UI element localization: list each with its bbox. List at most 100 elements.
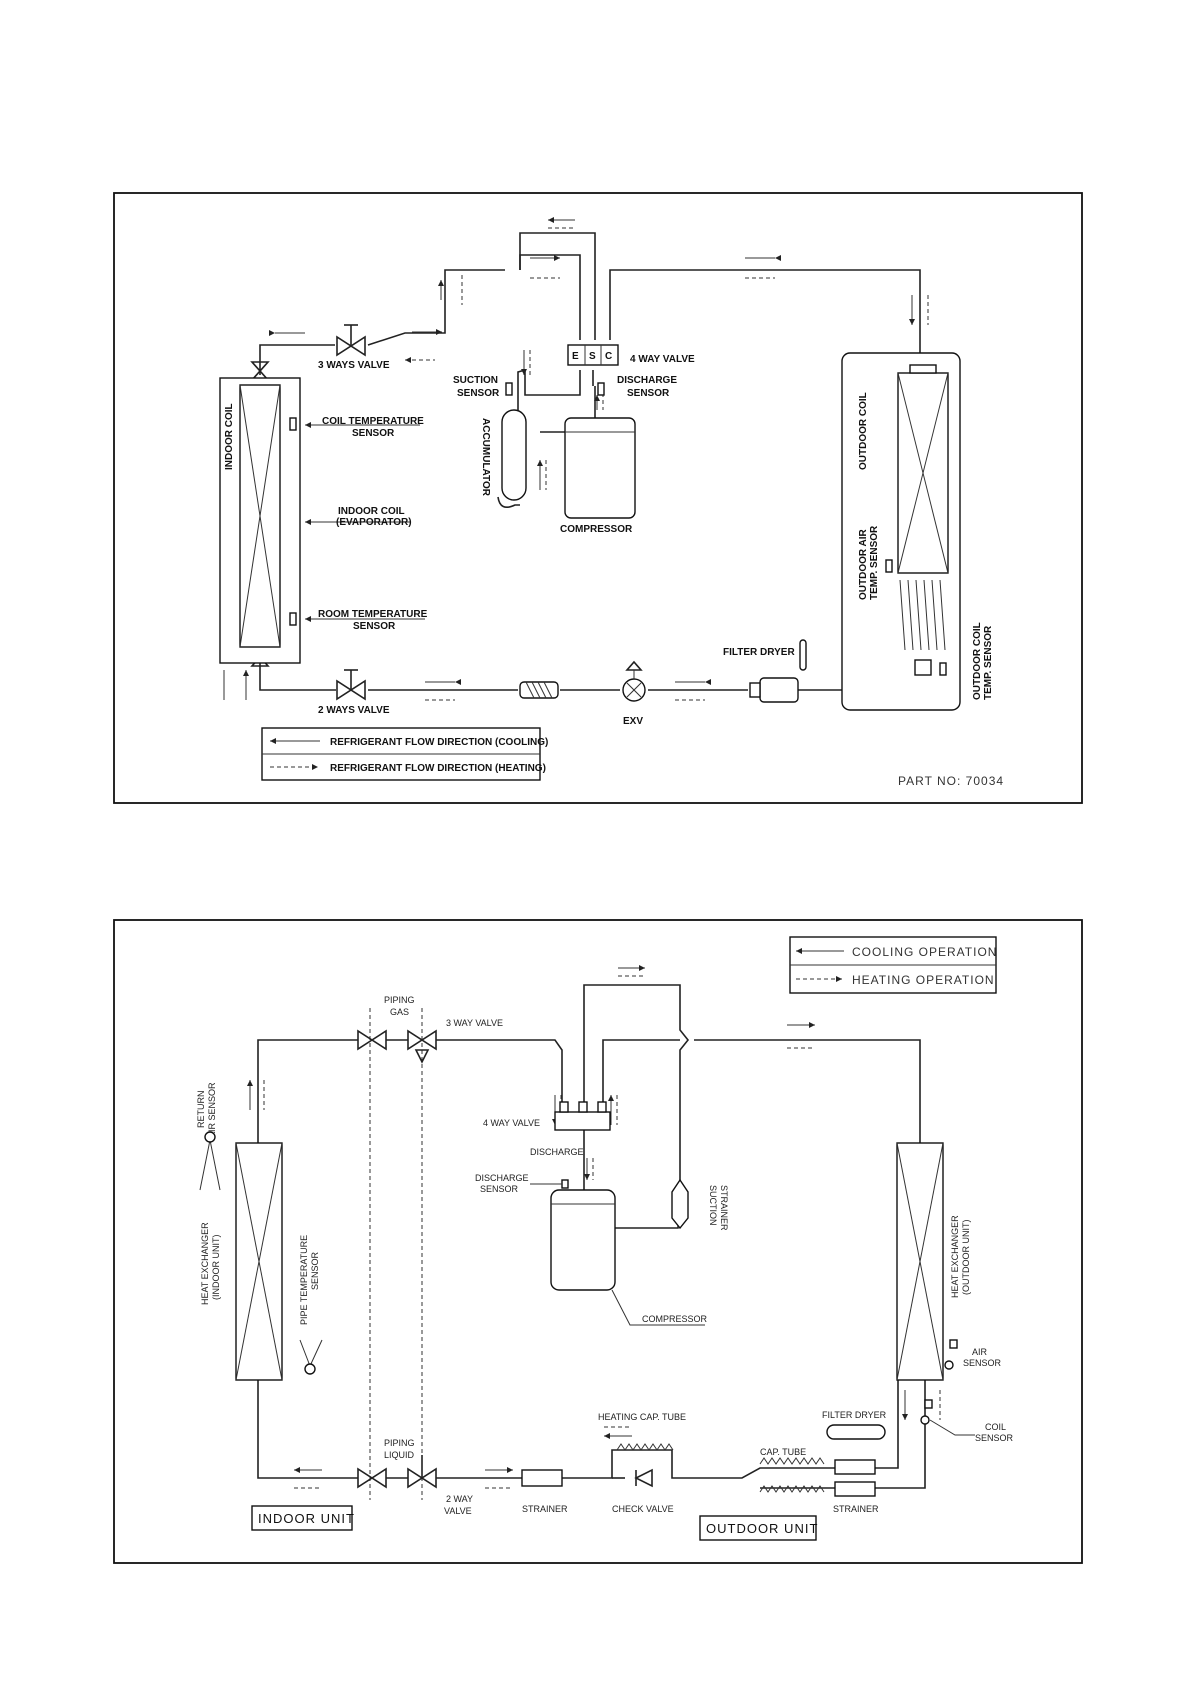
indoor-unit-text: INDOOR UNIT [258,1511,355,1526]
three-ways-valve-label: 3 WAYS VALVE [318,360,390,371]
pipe-temp-text-2: SENSOR [310,1251,320,1290]
air-sensor-text-1: AIR [972,1347,988,1357]
outdoor-coil-1: OUTDOOR COIL OUTDOOR AIR TEMP. SENSOR OU… [841,352,994,711]
two-way-valve-2-text-2: VALVE [444,1506,472,1516]
compressor-2: COMPRESSOR [550,1189,708,1326]
heating-cap-tube-label: HEATING CAP. TUBE [598,1412,686,1422]
indoor-coil-callouts: COIL TEMPERATURE SENSOR INDOOR COIL (EVA… [305,416,428,632]
hx-outdoor-text-1: HEAT EXCHANGER [950,1215,960,1298]
coil-sensor-text-2: SENSOR [975,1433,1014,1443]
filter-dryer-label: FILTER DRYER [723,647,795,658]
outdoor-coil-label: OUTDOOR COIL [858,392,869,470]
diagram-1: 3 WAYS VALVE 2 WAYS VALVE E S C 4 WAY VA… [113,192,1083,804]
accumulator-label: ACCUMULATOR [480,418,491,497]
three-ways-valve-1: 3 WAYS VALVE [318,324,390,371]
air-sensor-text-2: SENSOR [963,1358,1002,1368]
two-ways-valve-label: 2 WAYS VALVE [318,705,390,716]
return-air-sensor: RETURN AIR SENSOR [196,1082,221,1191]
heat-exchanger-indoor: HEAT EXCHANGER (INDOOR UNIT) [200,1142,283,1381]
piping-gas-text-1: PIPING [384,995,415,1005]
accumulator-1: ACCUMULATOR [480,409,527,501]
four-way-e: E [572,351,579,362]
compressor-2-label: COMPRESSOR [642,1314,708,1324]
strainer-right-label: STRAINER [833,1504,879,1514]
discharge-sensor-2-text-1: DISCHARGE [475,1173,529,1183]
compressor-1: COMPRESSOR [560,417,636,535]
suction-strainer-text-2: STRAINER [719,1185,729,1231]
coil-temp-text-1: COIL TEMPERATURE [322,416,424,427]
strainer-1 [519,681,559,699]
indoor-coil-1: INDOOR COIL [219,377,301,664]
return-air-text-2: AIR SENSOR [207,1082,217,1138]
indoor-evap-text-1: INDOOR COIL [338,506,405,517]
two-way-valve-2-text-1: 2 WAY [446,1494,473,1504]
filter-dryer-2-label: FILTER DRYER [822,1410,887,1420]
hx-indoor-text-2: (INDOOR UNIT) [211,1235,221,1301]
diagram-2-frame [113,919,1083,1564]
cap-tube-label: CAP. TUBE [760,1447,806,1457]
four-way-valve-2-label: 4 WAY VALVE [483,1118,540,1128]
piping-liquid-text-2: LIQUID [384,1450,415,1460]
check-valve-label: CHECK VALVE [612,1504,674,1514]
discharge-sensor-text-1: DISCHARGE [617,375,677,386]
outdoor-coil-temp-text-1: OUTDOOR COIL [972,622,983,700]
check-valve: CHECK VALVE [612,1468,674,1514]
strainer-right: STRAINER [833,1459,879,1514]
legend-1: REFRIGERANT FLOW DIRECTION (COOLING) REF… [261,727,548,781]
legend-1-cooling: REFRIGERANT FLOW DIRECTION (COOLING) [330,737,548,748]
outdoor-coil-temp-text-2: TEMP. SENSOR [983,625,994,700]
suction-sensor-1: SUCTION SENSOR [453,375,513,399]
discharge-sensor-2-text-2: SENSOR [480,1184,519,1194]
four-way-valve-2: 4 WAY VALVE DISCHARGE [483,1101,611,1157]
heating-cap-tube: HEATING CAP. TUBE [598,1412,686,1451]
hx-indoor-text-1: HEAT EXCHANGER [200,1222,210,1305]
diagram-2: COOLING OPERATION HEATING OPERATION [113,919,1083,1564]
air-sensor: AIR SENSOR [944,1339,1002,1370]
two-way-valve-2: 2 WAY VALVE [407,1455,473,1516]
legend-2-heating: HEATING OPERATION [852,973,995,987]
piping-liquid-valve: PIPING LIQUID [357,1438,415,1489]
discharge-sensor-1: DISCHARGE SENSOR [597,375,677,399]
pipe-temp-text-1: PIPE TEMPERATURE [299,1235,309,1325]
return-air-text-1: RETURN [196,1091,206,1129]
strainer-left: STRAINER [521,1469,568,1514]
discharge-sensor-2: DISCHARGE SENSOR [475,1173,569,1194]
compressor-label: COMPRESSOR [560,524,633,535]
four-way-c: C [605,351,612,362]
legend-1-heating: REFRIGERANT FLOW DIRECTION (HEATING) [330,763,546,774]
hx-outdoor-text-2: (OUTDOOR UNIT) [961,1220,971,1296]
four-way-valve-label: 4 WAY VALVE [630,354,695,365]
three-way-valve-2-label: 3 WAY VALVE [446,1018,503,1028]
part-number: PART NO: 70034 [898,774,1004,788]
outdoor-air-text-1: OUTDOOR AIR [858,528,869,600]
unit-dividers [369,1008,423,1500]
room-temp-text-2: SENSOR [353,621,396,632]
indoor-evap-text-2: (EVAPORATOR) [336,517,412,528]
room-temp-text-1: ROOM TEMPERATURE [318,609,428,620]
flow-arrows-2 [247,965,941,1489]
piping-gas-text-2: GAS [390,1007,409,1017]
outdoor-unit-text: OUTDOOR UNIT [706,1521,818,1536]
suction-sensor-text-1: SUCTION [453,375,498,386]
filter-dryer-2: FILTER DRYER [822,1410,887,1440]
exv-label: EXV [623,716,643,727]
piping-liquid-text-1: PIPING [384,1438,415,1448]
suction-sensor-text-2: SENSOR [457,388,500,399]
cap-tube: CAP. TUBE [759,1447,825,1493]
discharge-label: DISCHARGE [530,1147,584,1157]
four-way-valve-1: E S C 4 WAY VALVE [567,344,695,366]
four-way-s: S [589,351,596,362]
coil-temp-text-2: SENSOR [352,428,395,439]
suction-strainer-text-1: SUCTION [708,1185,718,1226]
heat-exchanger-outdoor: HEAT EXCHANGER (OUTDOOR UNIT) [896,1142,971,1381]
filter-dryer-1: FILTER DRYER [723,639,807,703]
discharge-sensor-text-2: SENSOR [627,388,670,399]
strainer-left-label: STRAINER [522,1504,568,1514]
outdoor-air-text-2: TEMP. SENSOR [869,525,880,600]
legend-2: COOLING OPERATION HEATING OPERATION [789,936,997,994]
three-way-valve-2: 3 WAY VALVE [407,1018,503,1064]
coil-sensor-text-1: COIL [985,1422,1006,1432]
piping-gas-valve: PIPING GAS [357,995,415,1051]
indoor-coil-label: INDOOR COIL [224,403,235,470]
